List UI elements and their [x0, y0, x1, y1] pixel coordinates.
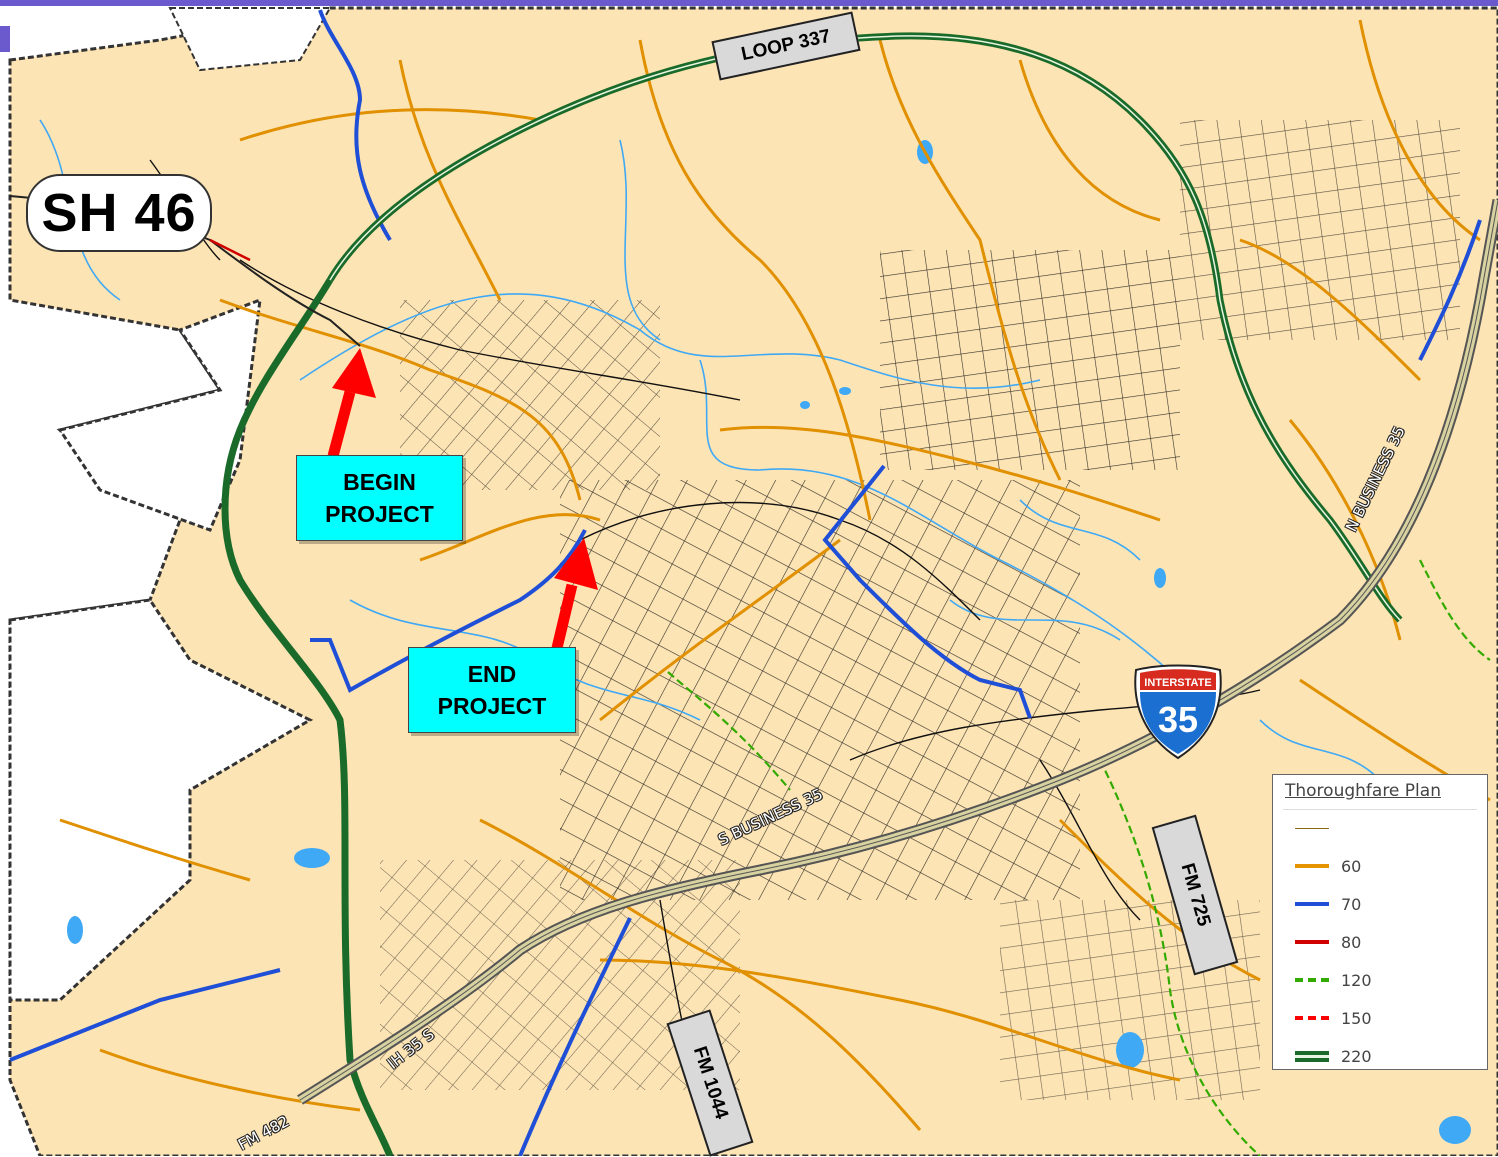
begin-project-callout: BEGIN PROJECT — [296, 455, 463, 541]
top-tab — [0, 26, 10, 52]
end-line2: PROJECT — [437, 693, 547, 719]
green-roads — [667, 559, 1491, 1156]
legend-swatch — [1295, 864, 1329, 868]
street-grid-downtown — [560, 480, 1080, 900]
legend-label: 220 — [1341, 1046, 1372, 1066]
sh46-label: SH 46 — [26, 174, 212, 252]
begin-arrow-icon — [327, 348, 376, 458]
legend-label: 150 — [1341, 1008, 1372, 1028]
arterial-roads — [59, 19, 1491, 1131]
end-arrow-icon — [551, 538, 598, 650]
fm725-label: FM 725 — [1176, 860, 1215, 929]
begin-line1: BEGIN — [343, 469, 416, 495]
legend-item — [1295, 813, 1475, 843]
legend-item: 120 — [1295, 965, 1475, 995]
legend-label: 60 — [1341, 856, 1362, 876]
top-stripe — [0, 0, 1498, 6]
end-project-callout: END PROJECT — [408, 647, 576, 733]
legend-label: 120 — [1341, 970, 1372, 990]
ih35-road — [297, 199, 1498, 1105]
legend-item: 70 — [1295, 889, 1475, 919]
excluded-area-west — [57, 297, 262, 532]
interstate-shield-icon: INTERSTATE 35 — [1134, 664, 1222, 760]
loop-337-west-road — [221, 278, 394, 1156]
excluded-area-southwest — [8, 598, 314, 1002]
street-grid-east — [1180, 120, 1460, 340]
interstate-number: 35 — [1158, 699, 1198, 740]
legend-panel: Thoroughfare Plan 60 70 80 120 150 220 — [1272, 774, 1488, 1070]
begin-line2: PROJECT — [325, 501, 434, 527]
legend-item: 220 — [1295, 1041, 1475, 1071]
legend-label: 70 — [1341, 894, 1362, 914]
legend-swatch — [1295, 902, 1329, 906]
legend-title: Thoroughfare Plan — [1285, 781, 1441, 801]
legend-swatch — [1295, 978, 1329, 982]
legend-swatch — [1295, 1016, 1329, 1020]
fm1044-label: FM 1044 — [688, 1043, 733, 1122]
street-grid-north — [880, 250, 1180, 470]
blue-roads — [9, 9, 1482, 1156]
end-line1: END — [467, 661, 517, 687]
legend-item: 150 — [1295, 1003, 1475, 1033]
legend-swatch — [1295, 827, 1329, 829]
legend-label: 80 — [1341, 932, 1362, 952]
excluded-area-north — [168, 7, 332, 72]
legend-item: 80 — [1295, 927, 1475, 957]
legend-swatch — [1295, 940, 1329, 944]
interstate-word: INTERSTATE — [1144, 677, 1211, 689]
legend-item: 60 — [1295, 851, 1475, 881]
legend-swatch — [1295, 1050, 1329, 1062]
legend-divider — [1283, 809, 1477, 810]
